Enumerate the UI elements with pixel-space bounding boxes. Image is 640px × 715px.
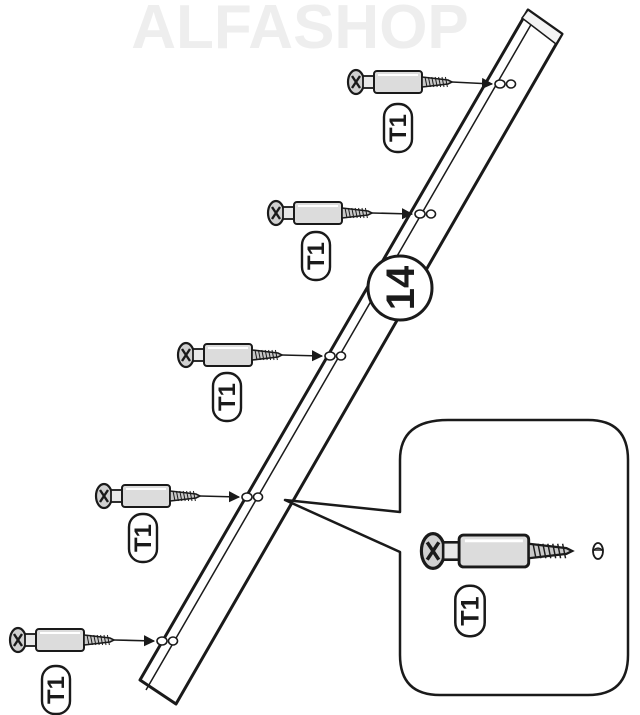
fitting-label: T1 [303, 242, 330, 270]
fitting-tag: T1 [127, 512, 159, 564]
arrow-icon [281, 350, 324, 362]
part-number-badge: 14 [366, 254, 434, 322]
screw-thread-icon [527, 542, 575, 560]
fitting-label: T1 [385, 114, 412, 142]
arrow-icon [451, 77, 494, 90]
cam-dowel-fitting [346, 68, 454, 96]
fitting-label: T1 [130, 524, 157, 552]
screw-thread-icon [251, 349, 284, 361]
fitting-label: T1 [43, 676, 70, 704]
screw-thread-icon [83, 634, 116, 646]
screw-assembly: T1 [176, 341, 347, 423]
pilot-hole-icon [156, 636, 179, 646]
fitting-tag: T1 [382, 102, 414, 154]
cam-dowel-fitting [176, 341, 284, 369]
phillips-head-icon [176, 341, 196, 369]
watermark-text: ALFASHOP [131, 0, 469, 62]
arrow-icon [199, 491, 241, 503]
pilot-hole-icon [324, 351, 347, 361]
arrow-icon [113, 635, 156, 647]
screw-assembly: T1 [94, 482, 264, 564]
detail-cam-dowel-fitting [419, 532, 575, 570]
part-number: 14 [379, 265, 423, 310]
screw-thread-icon [421, 76, 454, 88]
fitting-label: T1 [456, 596, 484, 625]
arrow-icon [371, 208, 414, 220]
detail-pilot-hole-icon [592, 542, 604, 560]
cam-dowel-fitting [8, 626, 116, 654]
fitting-tag: T1 [300, 230, 332, 282]
fitting-label: T1 [214, 383, 241, 411]
screw-assembly: T1 [346, 68, 517, 154]
cam-dowel-fitting [266, 199, 374, 227]
phillips-head-icon [346, 68, 366, 96]
detail-fitting-tag: T1 [454, 584, 486, 638]
screw-assembly: T1 [266, 199, 437, 282]
fitting-tag: T1 [40, 664, 72, 715]
screw-thread-icon [169, 490, 202, 502]
screw-assembly: T1 [8, 626, 179, 715]
pilot-hole-icon [494, 79, 517, 89]
fitting-tag: T1 [211, 371, 243, 423]
phillips-head-icon [94, 482, 114, 510]
phillips-head-icon [8, 626, 28, 654]
screw-thread-icon [341, 207, 374, 219]
pilot-hole-icon [241, 492, 264, 502]
phillips-head-icon [266, 199, 286, 227]
cam-dowel-fitting [94, 482, 202, 510]
phillips-head-icon [419, 532, 447, 570]
pilot-hole-icon [414, 209, 437, 219]
